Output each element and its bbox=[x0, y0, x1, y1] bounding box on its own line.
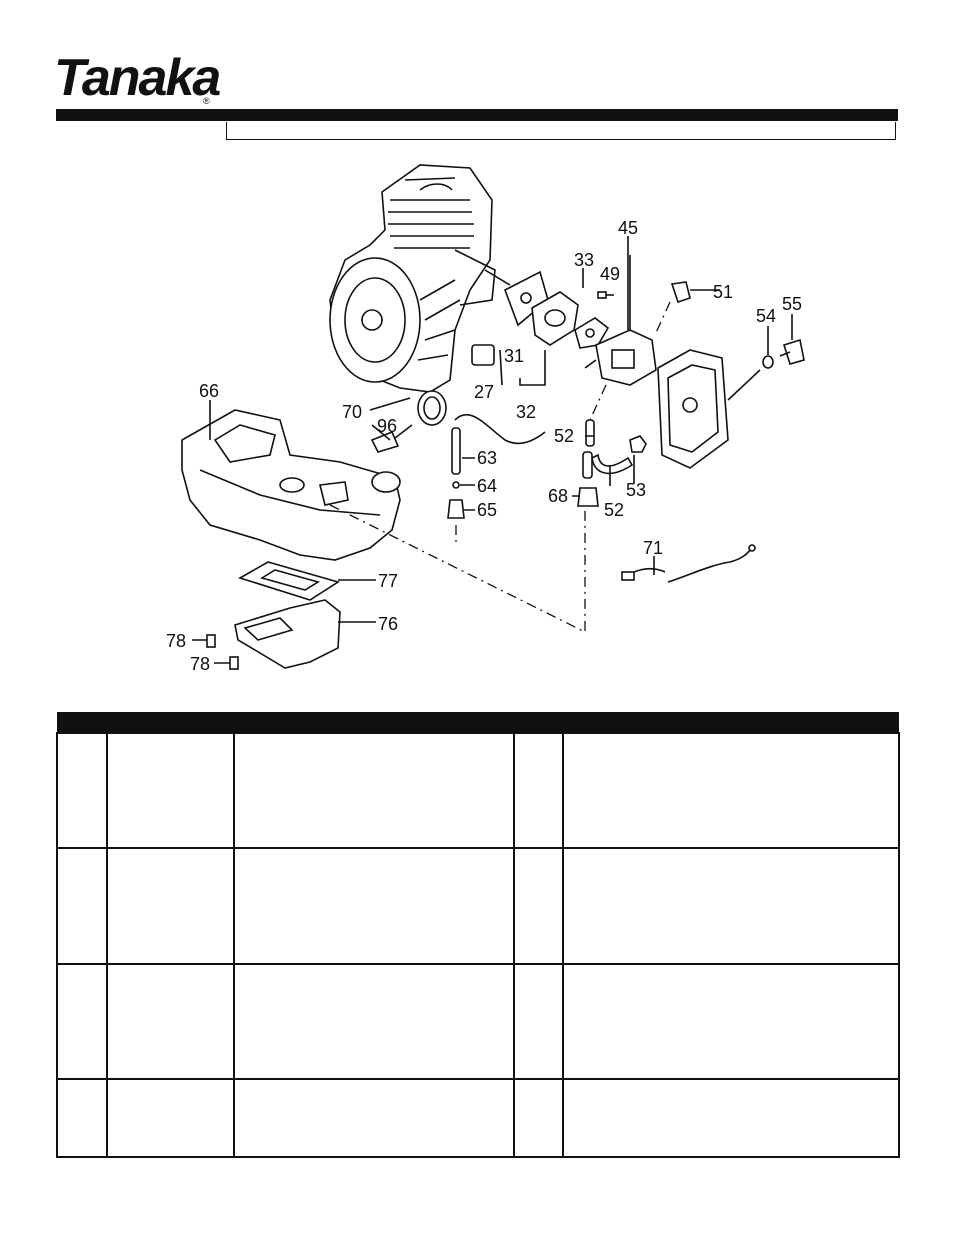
screw-49 bbox=[597, 291, 614, 299]
callout-78-lower: 78 bbox=[190, 654, 210, 674]
table-cell bbox=[56, 1077, 108, 1159]
callout-54: 54 bbox=[756, 306, 776, 326]
table-cell bbox=[233, 731, 515, 850]
callout-32: 32 bbox=[516, 402, 536, 422]
table-cell bbox=[106, 1077, 235, 1159]
callout-52-upper: 52 bbox=[554, 426, 574, 446]
table-cell bbox=[513, 962, 564, 1080]
table-cell bbox=[513, 1077, 564, 1159]
table-row bbox=[56, 962, 900, 1080]
table-cell bbox=[106, 847, 235, 965]
callout-51: 51 bbox=[713, 282, 733, 302]
title-box bbox=[226, 122, 896, 140]
header-cell bbox=[234, 712, 514, 733]
brand-logo: Tanaka bbox=[54, 49, 221, 107]
header-cell bbox=[514, 712, 563, 733]
callout-53: 53 bbox=[626, 480, 646, 500]
wire-71 bbox=[621, 544, 756, 583]
callout-55: 55 bbox=[782, 294, 802, 314]
callout-78-upper: 78 bbox=[166, 631, 186, 651]
table-cell bbox=[562, 1077, 900, 1159]
bolt-55 bbox=[779, 338, 805, 365]
screw-78a bbox=[206, 634, 216, 648]
callout-71: 71 bbox=[643, 538, 663, 558]
callout-45: 45 bbox=[618, 218, 638, 238]
callout-33: 33 bbox=[574, 250, 594, 270]
table-cell bbox=[513, 847, 564, 965]
table-cell bbox=[56, 847, 108, 965]
table-cell bbox=[562, 847, 900, 965]
fuel-line-52a bbox=[585, 419, 595, 447]
callout-68: 68 bbox=[548, 486, 568, 506]
callout-70: 70 bbox=[342, 402, 362, 422]
table-row bbox=[56, 731, 900, 850]
registered-mark: ® bbox=[203, 96, 210, 106]
callout-64: 64 bbox=[477, 476, 497, 496]
fuel-tank-66 bbox=[181, 409, 401, 561]
fuel-filter-65 bbox=[447, 499, 465, 519]
grommet-68 bbox=[577, 487, 599, 507]
table-cell bbox=[56, 962, 108, 1080]
callout-63: 63 bbox=[477, 448, 497, 468]
callout-65: 65 bbox=[477, 500, 497, 520]
header-cell bbox=[107, 712, 234, 733]
exploded-parts-diagram: 45 33 49 51 54 55 31 27 32 66 70 96 52 6… bbox=[166, 164, 805, 674]
callout-77: 77 bbox=[378, 571, 398, 591]
fuel-line-52b bbox=[582, 451, 593, 479]
header-cell bbox=[563, 712, 899, 733]
header-rule bbox=[56, 109, 898, 121]
callout-66: 66 bbox=[199, 381, 219, 401]
fuel-pipe-63 bbox=[451, 413, 546, 475]
part-51 bbox=[654, 281, 691, 336]
table-cell bbox=[106, 962, 235, 1080]
callout-31: 31 bbox=[504, 346, 524, 366]
engine-block bbox=[329, 164, 496, 393]
callout-49: 49 bbox=[600, 264, 620, 284]
bracket-76 bbox=[234, 599, 341, 669]
air-filter-housing bbox=[657, 349, 761, 469]
vent-96 bbox=[370, 424, 413, 453]
table-cell bbox=[513, 731, 564, 850]
table-cell bbox=[562, 731, 900, 850]
callout-96: 96 bbox=[377, 416, 397, 436]
callout-76: 76 bbox=[378, 614, 398, 634]
table-cell bbox=[233, 962, 515, 1080]
parts-table bbox=[56, 712, 900, 1159]
clip-64 bbox=[452, 481, 460, 489]
washer-54 bbox=[762, 355, 774, 369]
table-cell bbox=[56, 731, 108, 850]
gasket-77 bbox=[238, 561, 340, 601]
table-cell bbox=[562, 962, 900, 1080]
carburetor-45 bbox=[584, 255, 657, 386]
table-header bbox=[57, 712, 899, 733]
table-cell bbox=[233, 1077, 515, 1159]
table-row bbox=[56, 1077, 900, 1159]
fuel-line-52c bbox=[591, 453, 634, 475]
tank-cap-70 bbox=[417, 390, 447, 426]
table-cell bbox=[106, 731, 235, 850]
screw-78b bbox=[229, 656, 239, 670]
table-cell bbox=[233, 847, 515, 965]
callout-52-lower: 52 bbox=[604, 500, 624, 520]
part-27 bbox=[471, 344, 495, 366]
table-row bbox=[56, 847, 900, 965]
header-cell bbox=[57, 712, 107, 733]
callout-27: 27 bbox=[474, 382, 494, 402]
nut-53 bbox=[629, 435, 647, 453]
